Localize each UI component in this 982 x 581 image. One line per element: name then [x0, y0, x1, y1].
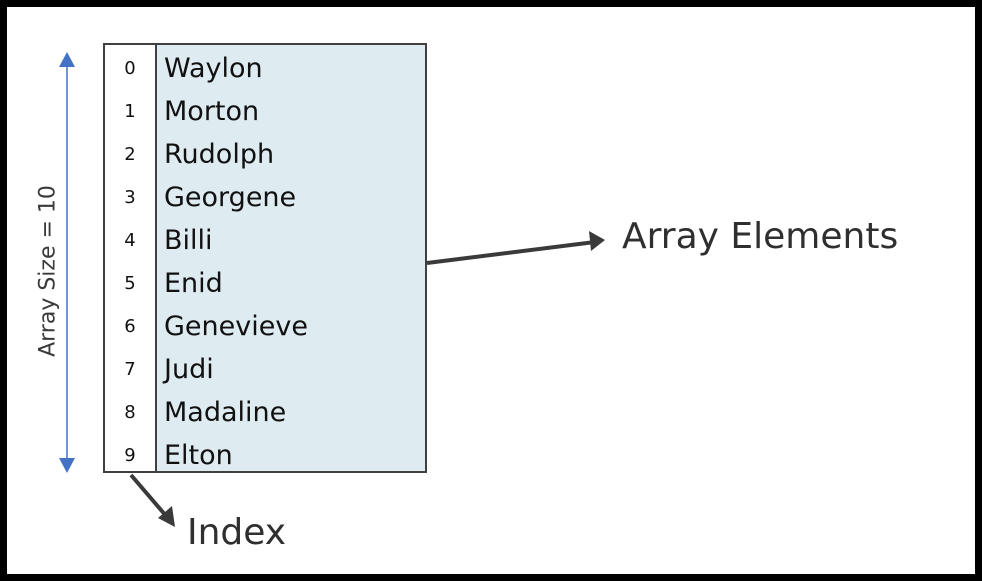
arrow-up-head: [59, 52, 75, 67]
index-cell: 1: [124, 101, 136, 122]
value-cell: Waylon: [164, 53, 263, 84]
index-cell: 3: [124, 187, 136, 208]
index-cell: 7: [124, 359, 136, 380]
index-cell: 9: [124, 445, 136, 466]
index-cell: 6: [124, 316, 136, 337]
index-cell: 8: [124, 402, 136, 423]
index-cell: 5: [124, 273, 136, 294]
arrow-down-head: [59, 458, 75, 473]
index-label: Index: [187, 512, 287, 553]
value-cell: Enid: [164, 268, 223, 299]
array-elements-label: Array Elements: [622, 216, 899, 257]
value-cell: Genevieve: [164, 311, 308, 342]
value-cell: Georgene: [164, 182, 297, 213]
index-cell: 2: [124, 144, 136, 165]
array-table: 0 1 2 3 4 5 6 7 8 9 Waylon Morton Rudolp…: [103, 43, 427, 473]
value-cell: Rudolph: [164, 139, 275, 170]
index-pointer-arrow: [129, 473, 175, 527]
index-cell: 0: [124, 58, 136, 79]
value-cell: Madaline: [164, 397, 287, 428]
value-cell: Judi: [164, 354, 214, 385]
value-cell: Elton: [164, 440, 233, 471]
array-size-arrow: [59, 52, 75, 473]
array-size-label: Array Size = 10: [35, 185, 61, 357]
value-cell: Billi: [164, 225, 213, 256]
index-column: 0 1 2 3 4 5 6 7 8 9: [105, 45, 157, 471]
elements-pointer-arrow: [426, 231, 605, 265]
index-cell: 4: [124, 230, 136, 251]
arrows-layer: [59, 52, 605, 527]
value-cell: Morton: [164, 96, 260, 127]
values-column: Waylon Morton Rudolph Georgene Billi Eni…: [157, 45, 425, 471]
